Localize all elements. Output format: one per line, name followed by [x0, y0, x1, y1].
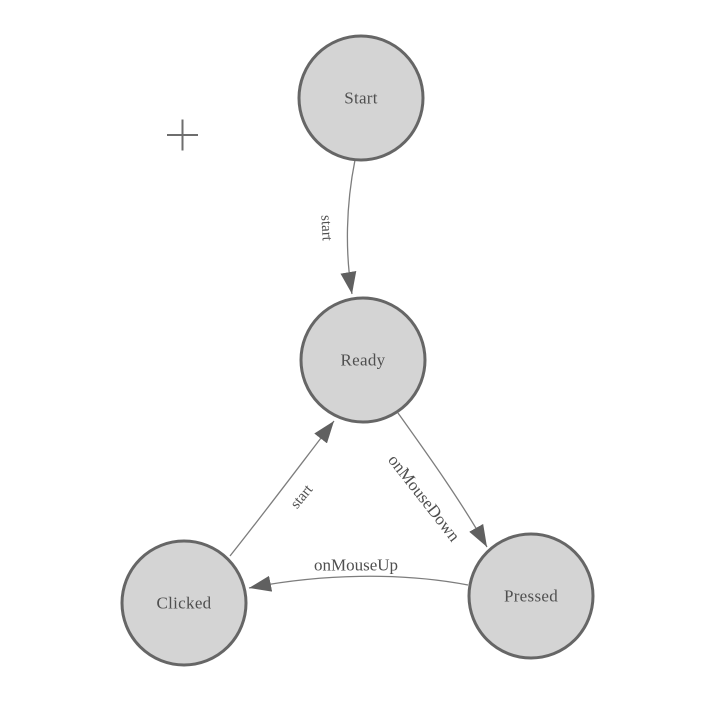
state-circle[interactable] [120, 539, 248, 667]
transition-label: start [317, 215, 334, 242]
transition-clicked-to-ready[interactable]: start [229, 420, 335, 557]
transition-label: onMouseDown [384, 451, 464, 546]
state-label: Ready [341, 351, 386, 370]
transition-line[interactable] [340, 159, 357, 295]
transition-ready-to-pressed[interactable]: onMouseDown [384, 412, 488, 548]
state-node-pressed[interactable]: Pressed [467, 532, 595, 660]
state-node-ready[interactable]: Ready [299, 296, 427, 424]
transition-line[interactable] [229, 420, 335, 557]
transition-label: onMouseUp [314, 556, 398, 575]
transition-line[interactable] [248, 575, 469, 592]
state-circle[interactable] [467, 532, 595, 660]
state-label: Clicked [157, 594, 212, 613]
state-circle[interactable] [297, 34, 425, 162]
transition-start-to-ready[interactable]: start [317, 159, 357, 295]
transition-line[interactable] [397, 412, 488, 548]
state-node-start[interactable]: Start [297, 34, 425, 162]
state-node-clicked[interactable]: Clicked [120, 539, 248, 667]
plus-icon[interactable] [167, 119, 198, 151]
state-circle[interactable] [299, 296, 427, 424]
state-label: Pressed [504, 587, 558, 606]
transition-pressed-to-clicked[interactable]: onMouseUp [248, 556, 469, 592]
transition-label: start [288, 481, 317, 512]
state-label: Start [344, 89, 378, 108]
